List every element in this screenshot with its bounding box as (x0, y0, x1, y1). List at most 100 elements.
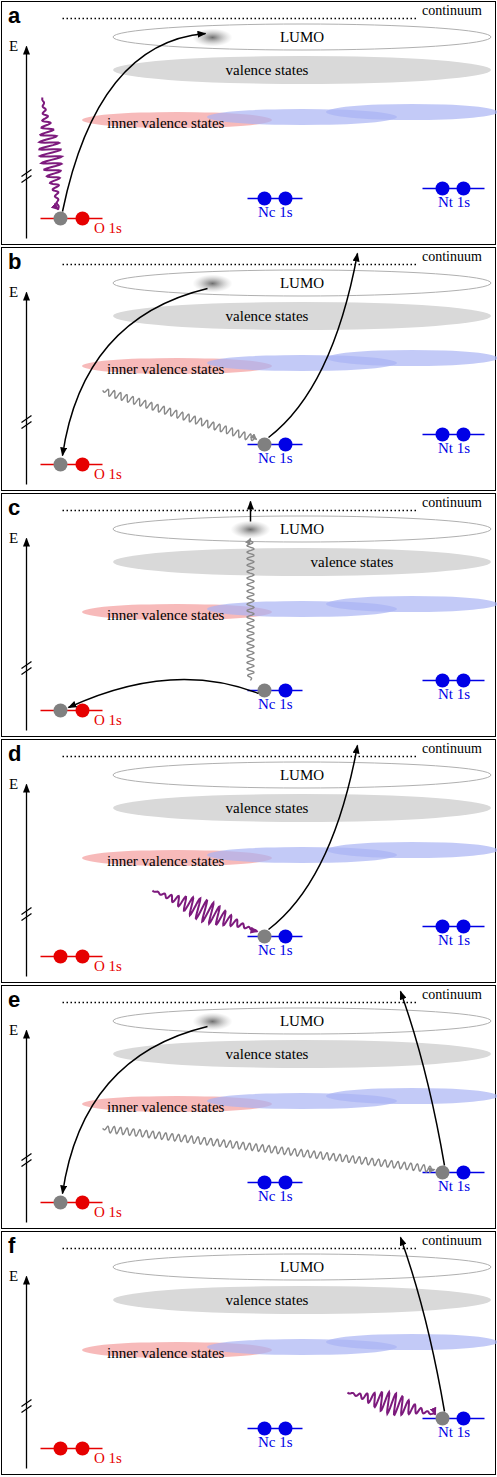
electron-arrow (269, 746, 358, 930)
axis-break (22, 908, 32, 915)
axis-break (22, 1400, 32, 1407)
core-hole-electron (54, 1196, 68, 1210)
axis-break (22, 662, 32, 669)
axis-break (22, 1154, 32, 1161)
energy-axis (26, 1031, 27, 1223)
axis-break (22, 1160, 32, 1167)
core-electron (54, 950, 68, 964)
axis-label: E (9, 38, 18, 55)
core-level (248, 1182, 303, 1183)
inner-valence-band: inner valence states (72, 100, 497, 134)
panel-letter: a (8, 4, 20, 28)
valence-band: valence states (112, 792, 492, 824)
energy-axis (26, 47, 27, 239)
nitrogen-inner-valence (326, 1334, 497, 1350)
core-level (41, 710, 103, 711)
core-electron (279, 1422, 293, 1436)
valence-band: valence states (112, 546, 492, 578)
band-label: inner valence states (107, 1099, 224, 1116)
core-hole-electron (436, 1166, 450, 1180)
panel-art (22, 254, 485, 485)
inner-valence-band: inner valence states (72, 838, 497, 872)
core-level (248, 198, 303, 199)
axis-label: E (9, 776, 18, 793)
axis-label: E (9, 530, 18, 547)
level-label: Nt 1s (438, 440, 470, 457)
core-electron (457, 1166, 471, 1180)
band-label: valence states (226, 1046, 309, 1063)
electron-arrow (401, 1238, 445, 1412)
energy-axis (26, 539, 27, 731)
continuum-line (63, 510, 417, 511)
lumo-ellipse (113, 24, 491, 50)
band-label: LUMO (280, 1259, 324, 1276)
panel-art (22, 992, 485, 1223)
valence-band: valence states (112, 1038, 492, 1070)
valence-ellipse (113, 794, 491, 822)
core-level (248, 690, 303, 691)
band-label: valence states (226, 62, 309, 79)
electron-arrow (63, 289, 208, 456)
nitrogen-inner-valence (326, 1088, 497, 1104)
core-electron (279, 684, 293, 698)
band-label: inner valence states (107, 853, 224, 870)
nitrogen-inner-valence (326, 842, 497, 858)
lumo-band: LUMO (112, 269, 492, 297)
lumo-band: LUMO (112, 23, 492, 51)
axis-label: E (9, 1268, 18, 1285)
lumo-band: LUMO (112, 1007, 492, 1035)
band-outline (112, 546, 492, 578)
panel-art (22, 502, 485, 731)
level-label: O 1s (94, 1204, 122, 1221)
valence-ellipse (113, 1286, 491, 1314)
axis-break (22, 416, 32, 423)
level-label: O 1s (94, 220, 122, 237)
core-electron (436, 428, 450, 442)
level-label: O 1s (94, 712, 122, 729)
panel-frame: fLUMOvalence statesinner valence statesc… (1, 1231, 496, 1475)
energy-axis (26, 785, 27, 977)
core-level (423, 1418, 485, 1419)
excited-electron-cloud (193, 29, 233, 47)
valence-ellipse (113, 56, 491, 84)
core-electron (279, 438, 293, 452)
band-label: valence states (226, 1292, 309, 1309)
panel-letter: f (8, 1234, 15, 1258)
band-label: LUMO (280, 1013, 324, 1030)
inner-valence-band: inner valence states (72, 346, 497, 380)
core-level (423, 1172, 485, 1173)
band-label: valence states (311, 554, 394, 571)
energy-transfer-wave (103, 1126, 435, 1172)
level-label: Nc 1s (258, 1434, 293, 1451)
level-label: Nc 1s (258, 1188, 293, 1205)
core-electron (76, 458, 90, 472)
electron-arrow (401, 992, 445, 1166)
continuum-line (63, 756, 417, 757)
core-electron (457, 674, 471, 688)
core-level (41, 464, 103, 465)
level-label: Nt 1s (438, 686, 470, 703)
valence-band: valence states (112, 300, 492, 332)
level-label: Nc 1s (258, 204, 293, 221)
core-level (41, 956, 103, 957)
inner-valence-band: inner valence states (72, 592, 497, 626)
axis-label: E (9, 1022, 18, 1039)
lumo-ellipse (113, 1254, 491, 1280)
continuum-label: continuum (422, 986, 482, 1003)
panel-letter: d (8, 742, 21, 766)
continuum-label: continuum (422, 494, 482, 511)
valence-ellipse (113, 548, 491, 576)
core-level (423, 434, 485, 435)
inner-valence-band: inner valence states (72, 1330, 497, 1364)
energy-axis (26, 1277, 27, 1469)
panel-frame: eLUMOvalence statesinner valence statesc… (1, 985, 496, 1229)
valence-band: valence states (112, 1284, 492, 1316)
level-label: Nc 1s (258, 696, 293, 713)
electron-arrow (63, 34, 206, 212)
core-level (423, 188, 485, 189)
core-level (41, 1202, 103, 1203)
panel-art (22, 19, 485, 239)
core-electron (76, 1442, 90, 1456)
